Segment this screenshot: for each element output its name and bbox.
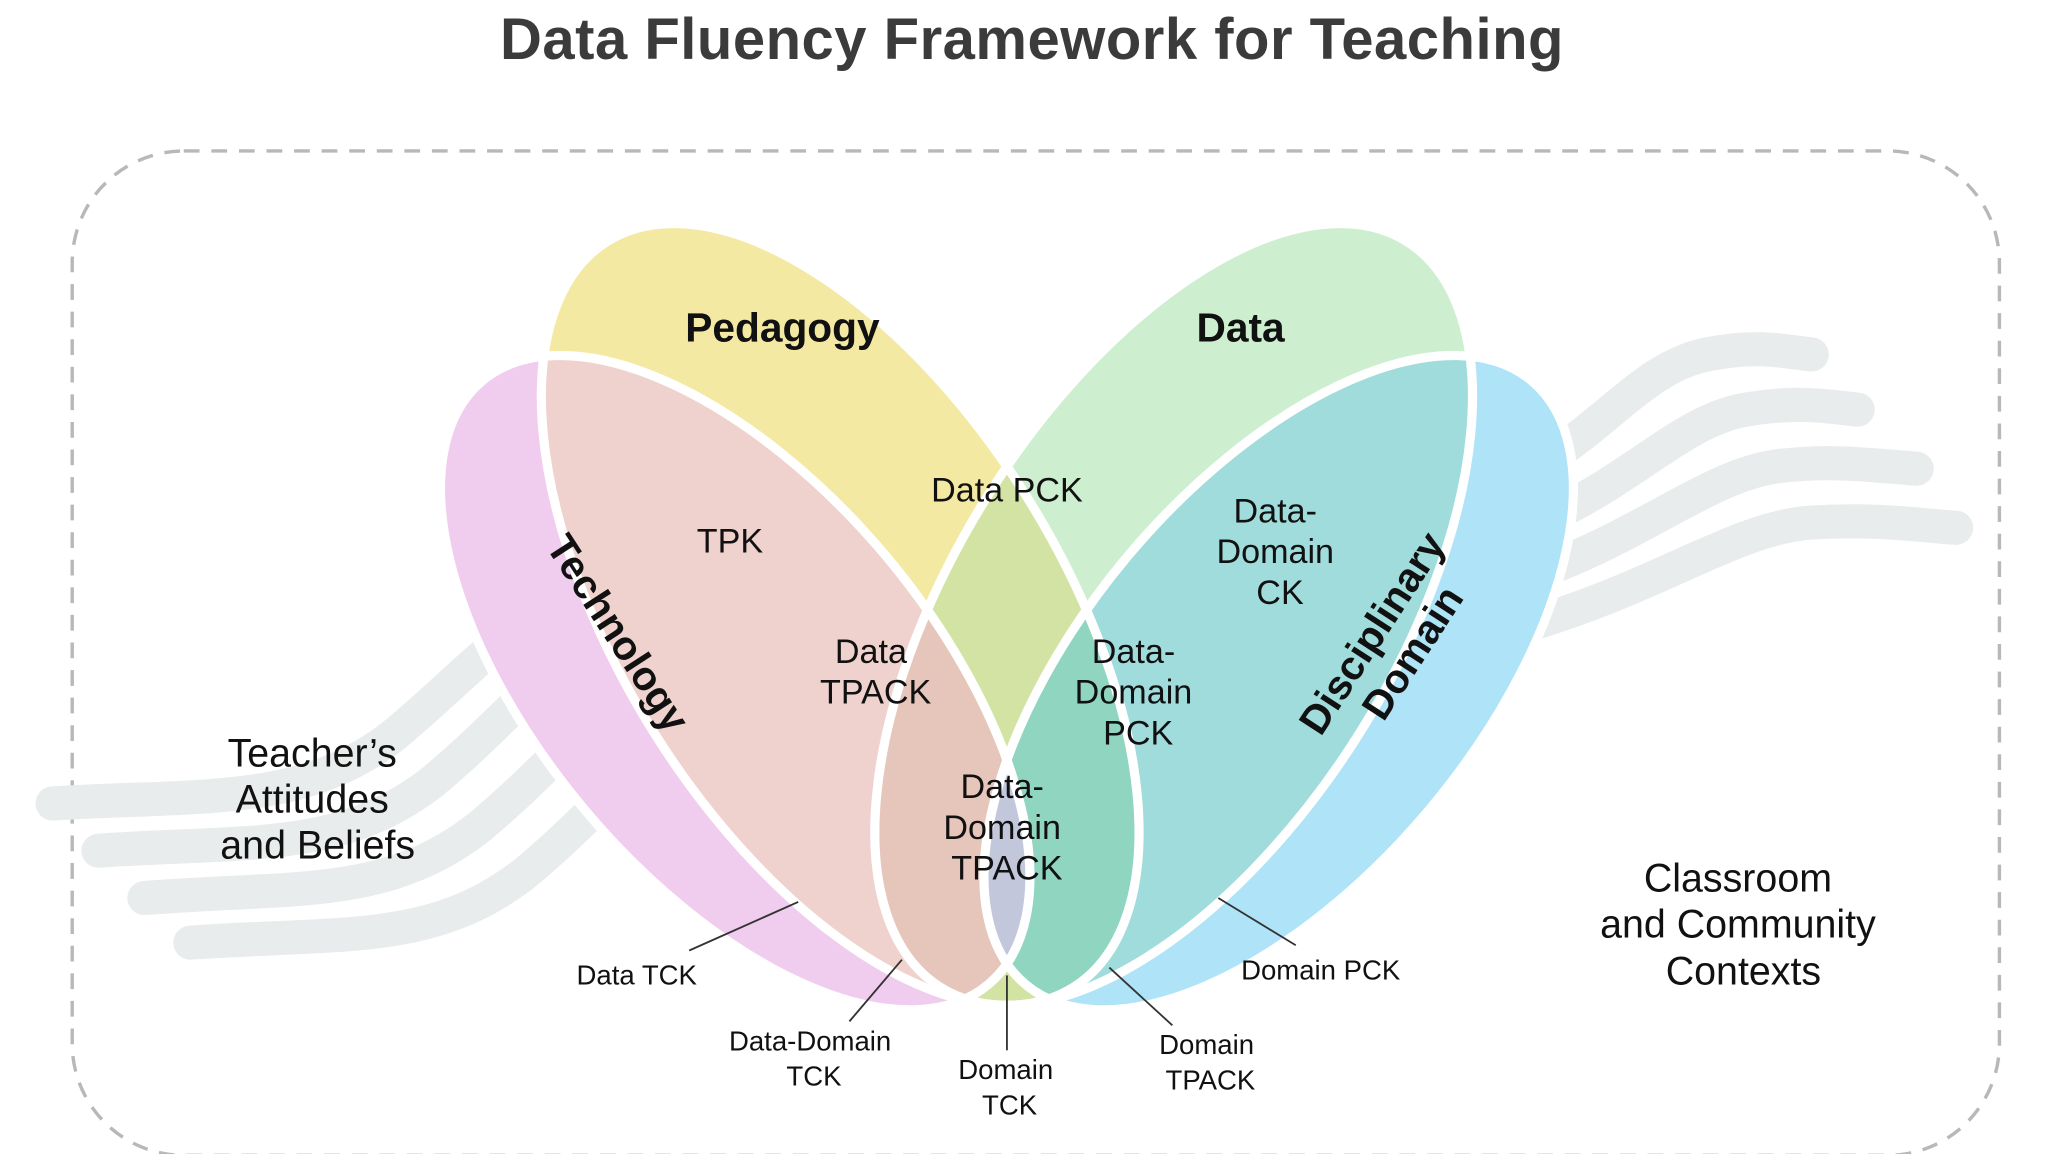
- label-data-domain-tck: Data-Domain TCK: [729, 1025, 899, 1091]
- label-pedagogy: Pedagogy: [685, 304, 880, 350]
- label-tpk: TPK: [697, 523, 764, 561]
- waves-right: [1492, 332, 1974, 648]
- label-data-domain-tpack: Data- Domain TPACK: [943, 768, 1070, 887]
- label-data-tck: Data TCK: [576, 960, 697, 991]
- circle-outlines: [435, 218, 1578, 1015]
- label-teacher-attitudes: Teacher’s Attitudes and Beliefs: [220, 732, 415, 868]
- label-domain-pck: Domain PCK: [1241, 954, 1401, 985]
- label-data: Data: [1197, 304, 1286, 350]
- label-domain-tck: Domain TCK: [958, 1054, 1061, 1120]
- label-domain-tpack: Domain TPACK: [1159, 1029, 1262, 1095]
- label-data-domain-pck: Data- Domain PCK: [1075, 633, 1202, 752]
- label-data-tpack: Data TPACK: [820, 633, 931, 712]
- label-data-domain-ck: Data- Domain CK: [1216, 493, 1343, 612]
- label-data-pck: Data PCK: [931, 472, 1083, 510]
- callout-lines: [688, 897, 1297, 1051]
- label-classroom-contexts: Classroom and Community Contexts: [1600, 856, 1887, 993]
- diagram-title: Data Fluency Framework for Teaching: [500, 7, 1564, 72]
- context-border: [70, 149, 2002, 1154]
